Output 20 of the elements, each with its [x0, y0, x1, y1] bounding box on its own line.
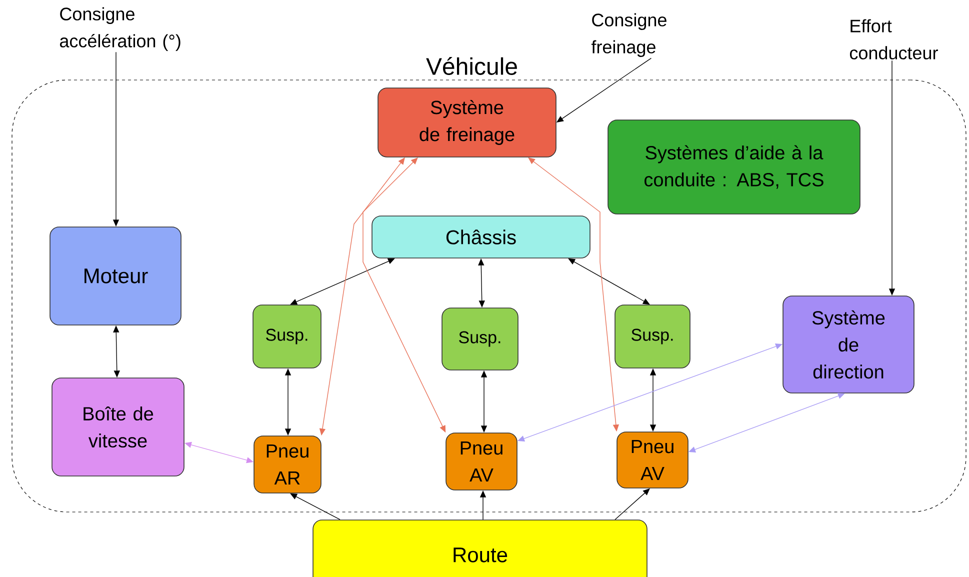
process-box: Systèmes d’aide à la conduite : ABS, TCS: [608, 120, 860, 214]
process-box: Châssis: [372, 216, 590, 258]
input-label: Consigne accélération (°): [60, 7, 180, 51]
input-label: Effort conducteur: [850, 19, 938, 60]
process-box: Système de direction: [782, 296, 914, 394]
process-box: Route: [312, 520, 648, 577]
process-box: Pneu AV: [616, 432, 688, 488]
arrow: [290, 493, 340, 520]
process-box: Moteur: [50, 226, 182, 326]
arrow: [568, 258, 650, 305]
process-box: Boîte de vitesse: [52, 378, 184, 476]
process-box: Pneu AR: [254, 436, 322, 494]
process-box: Pneu AV: [446, 432, 518, 490]
process-box: Système de freinage: [378, 88, 556, 158]
arrow: [290, 258, 395, 305]
process-box: Susp.: [442, 308, 518, 370]
process-box: Susp.: [614, 304, 690, 368]
container-title: Véhicule: [426, 57, 517, 75]
process-box: Susp.: [252, 304, 322, 368]
input-label: Consigne freinage: [591, 13, 666, 57]
